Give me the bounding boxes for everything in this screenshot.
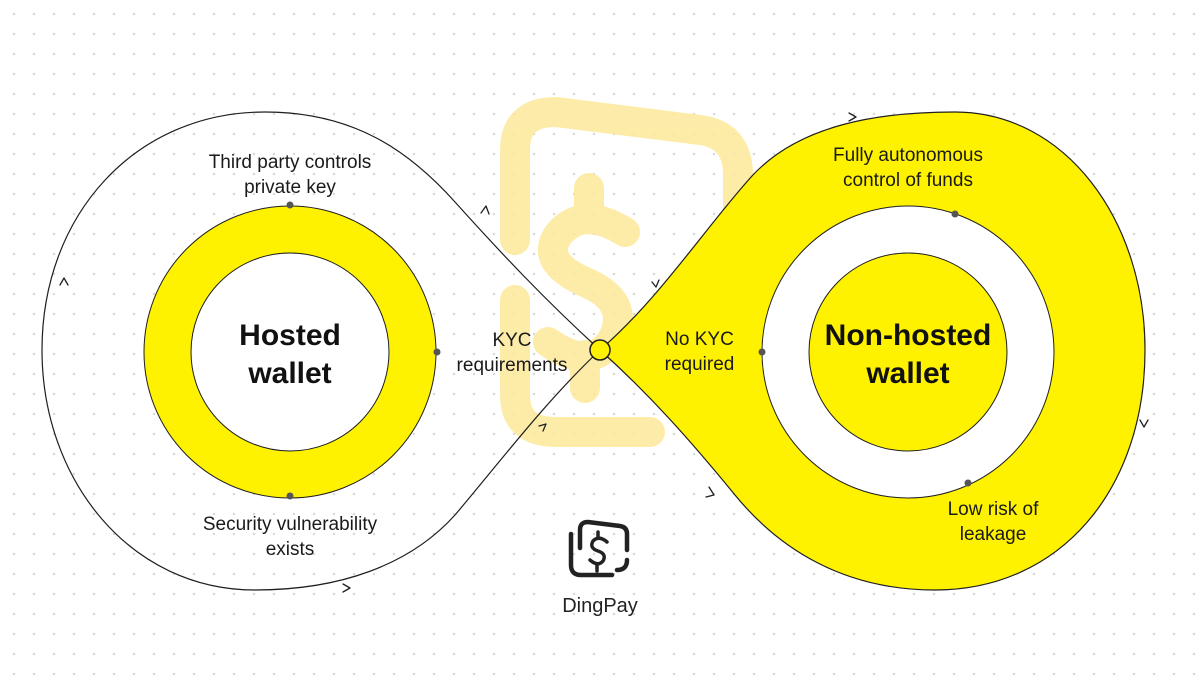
non-hosted-bottom-label: Low risk of leakage: [918, 497, 1068, 547]
brand-name: DingPay: [562, 595, 638, 617]
non-hosted-left-label: No KYC required: [642, 327, 757, 377]
label-line: control of funds: [843, 170, 973, 191]
non-hosted-bottom-dot: [964, 479, 972, 487]
junction-node: [589, 339, 611, 361]
flow-arrow-icon: [538, 423, 547, 432]
hosted-wallet-title: Hosted wallet: [190, 317, 390, 393]
label-line: KYC: [492, 330, 532, 351]
flow-arrow-icon: [705, 486, 715, 498]
non-hosted-wallet-title: Non-hosted wallet: [798, 317, 1018, 393]
non-hosted-title-line2: wallet: [866, 357, 950, 390]
label-line: private key: [244, 177, 336, 198]
non-hosted-title-line1: Non-hosted: [824, 319, 992, 352]
flow-arrow-icon: [342, 583, 351, 593]
non-hosted-top-label: Fully autonomous control of funds: [788, 143, 1028, 193]
label-line: required: [664, 354, 735, 375]
hosted-right-dot: [433, 348, 441, 356]
hosted-bottom-label: Security vulnerability exists: [150, 512, 430, 562]
label-line: leakage: [959, 524, 1027, 545]
non-hosted-left-dot: [758, 348, 766, 356]
hosted-title-line2: wallet: [248, 357, 332, 390]
hosted-title-line1: Hosted: [239, 319, 341, 352]
hosted-right-label: KYC requirements: [437, 328, 587, 378]
flow-arrow-icon: [651, 279, 660, 288]
label-line: No KYC: [665, 329, 734, 350]
flow-arrow-icon: [848, 112, 857, 122]
non-hosted-inner-circle: [808, 252, 1008, 452]
flow-arrow-icon: [59, 277, 69, 286]
label-line: Third party controls: [208, 152, 372, 173]
label-line: exists: [265, 539, 315, 560]
flow-arrow-icon: [1139, 419, 1149, 428]
flow-arrow-icon: [480, 205, 490, 215]
hosted-bottom-dot: [286, 492, 294, 500]
hosted-top-label: Third party controls private key: [160, 150, 420, 200]
non-hosted-top-dot: [951, 210, 959, 218]
hosted-top-dot: [286, 201, 294, 209]
dingpay-logo-icon: [568, 519, 630, 578]
hosted-outer-loop: [41, 111, 601, 591]
label-line: Low risk of: [947, 499, 1039, 520]
label-line: requirements: [456, 355, 568, 376]
dingpay-watermark-icon: [500, 97, 753, 447]
hosted-inner-circle: [190, 252, 390, 452]
label-line: Security vulnerability: [202, 514, 378, 535]
label-line: Fully autonomous: [833, 145, 983, 166]
